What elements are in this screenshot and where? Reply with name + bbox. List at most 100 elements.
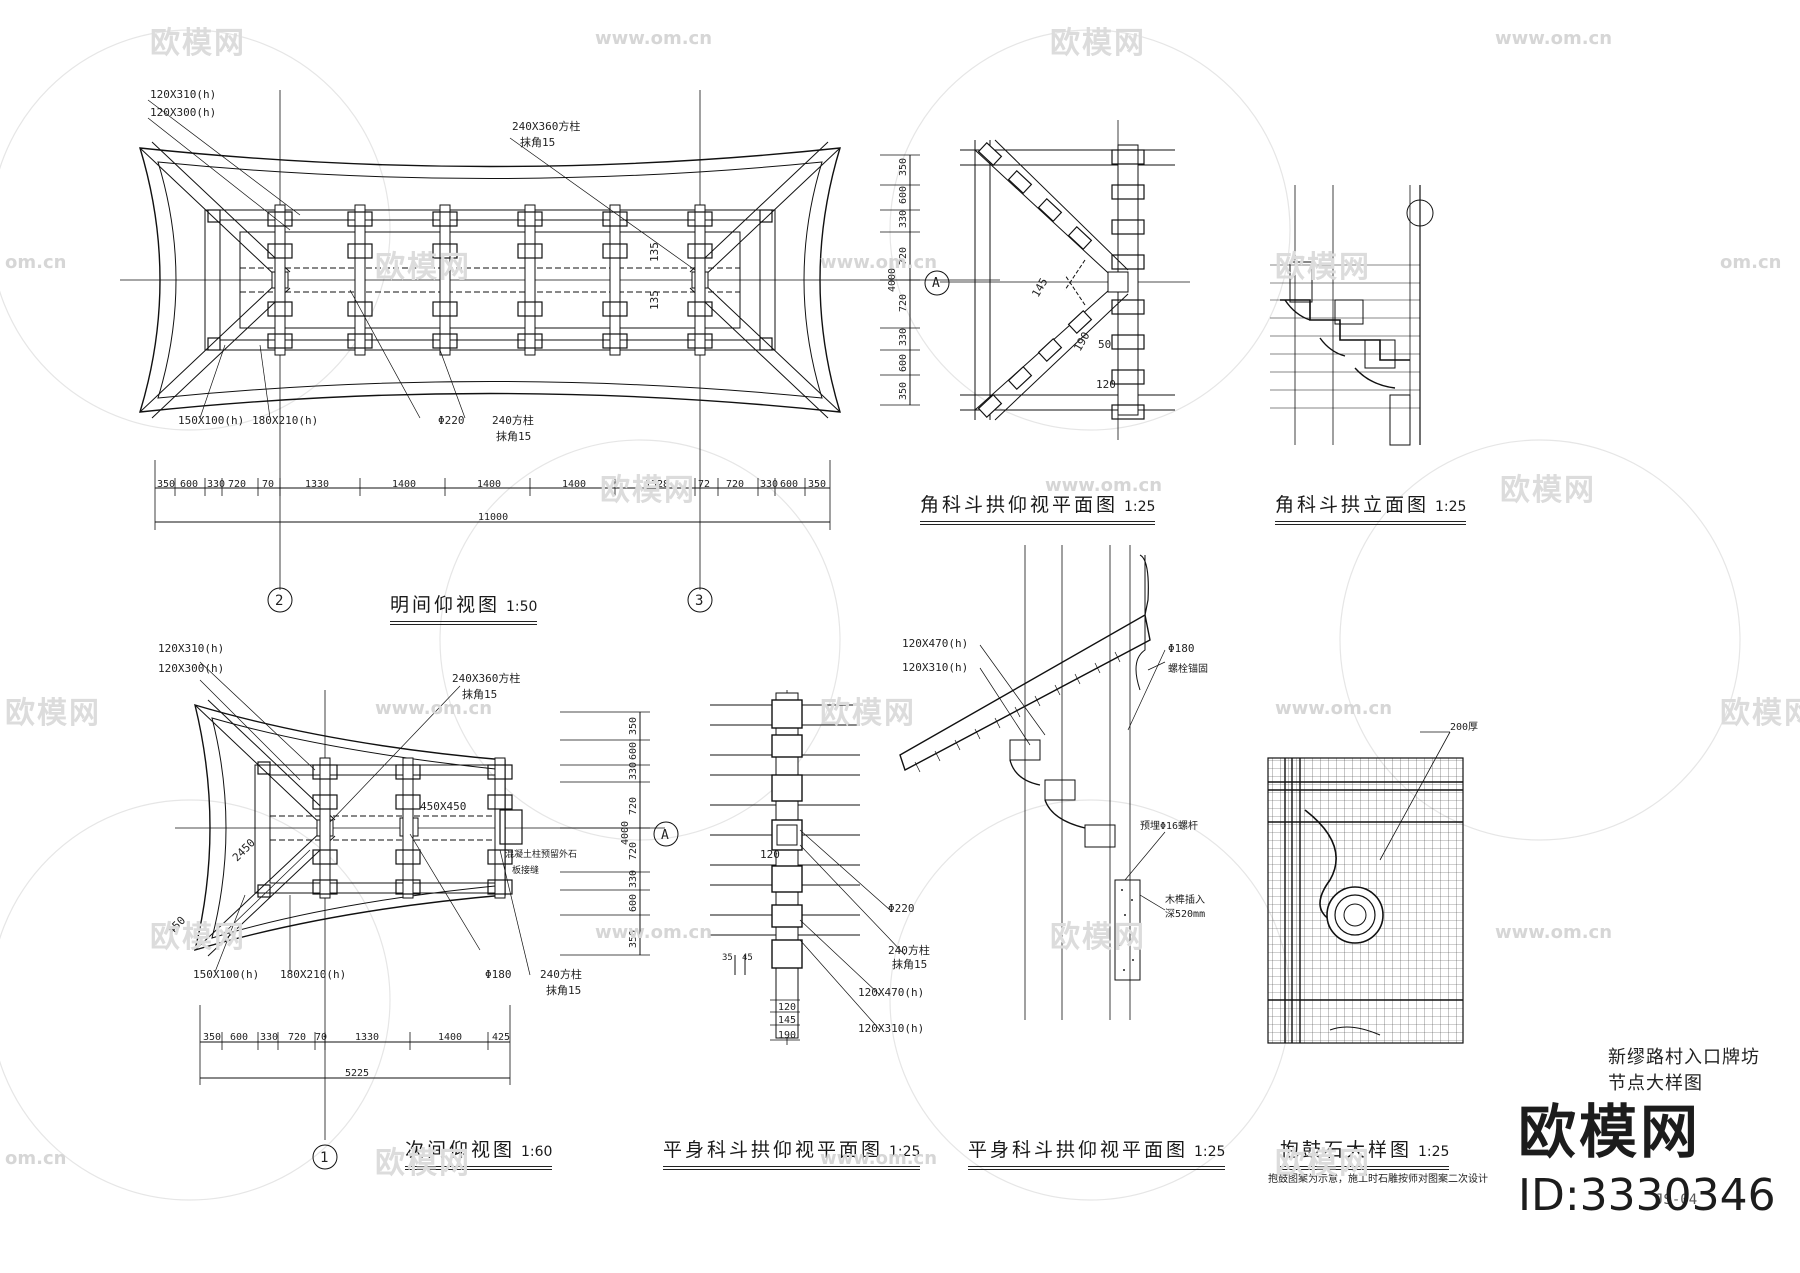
mj-phi-label: Φ220 <box>438 414 465 427</box>
mj-beam3-label: 150X100(h) <box>178 414 244 427</box>
flat-phi: Φ220 <box>888 902 915 915</box>
mj-vdim-2: 330 <box>898 210 909 228</box>
title-flat-plan-scale: 1:25 <box>889 1144 921 1160</box>
mj-vdim-0: 350 <box>898 158 909 176</box>
corner-bracket-plan <box>940 120 1190 440</box>
project-title-block: 新缪路村入口牌坊 节点大样图 <box>1608 1045 1760 1097</box>
eave-section-detail <box>899 545 1166 1020</box>
cj-vdim-7: 350 <box>628 930 639 948</box>
flat-bracket-plan <box>710 690 906 1045</box>
mj-post-label: 240X360方柱 <box>512 119 580 133</box>
watermark-brand: 欧模网 <box>150 26 246 61</box>
cj-note-b: 板接缝 <box>512 864 539 876</box>
title-flat-plan-text: 平身科斗拱仰视平面图 <box>663 1139 884 1161</box>
sec-b2: 120X310(h) <box>902 661 968 674</box>
mj-dim-12: 330 <box>760 479 778 490</box>
mj-dim-1: 600 <box>180 479 198 490</box>
sheet-number: JS-04 <box>1655 1192 1698 1208</box>
drum-stone-detail <box>1267 731 1464 1044</box>
sec-bolt: 螺栓锚固 <box>1168 662 1208 675</box>
mj-beam4-label: 180X210(h) <box>252 414 318 427</box>
mj-dim-5: 1330 <box>305 479 329 490</box>
corner-d190: 190 <box>1071 330 1092 354</box>
cj-chamfer2-label: 抹角15 <box>546 984 581 997</box>
mj-dim135b: 135 <box>648 290 661 310</box>
watermark-url: om.cn <box>5 1148 67 1169</box>
cj-chamfer-label: 抹角15 <box>462 688 497 701</box>
brand-stamp-logo: 欧模网 <box>1518 1098 1702 1166</box>
mj-chamfer2-label: 抹角15 <box>496 430 531 443</box>
mj-post2-label: 240方柱 <box>492 413 534 427</box>
watermark-url: www.om.cn <box>595 28 713 49</box>
mj-axis-a: A <box>932 276 940 291</box>
mj-beam1-label: 120X310(h) <box>150 88 216 101</box>
watermark-brand: 欧模网 <box>1275 1146 1371 1181</box>
flat-d35: 35 <box>722 953 733 963</box>
drawing-note: 抱鼓图案为示意，施工时石雕按师对图案二次设计 <box>1268 1174 1488 1185</box>
mj-vdim-4: 720 <box>898 294 909 312</box>
mingjian-plan-view <box>120 90 1000 613</box>
cj-phi-label: Φ180 <box>485 968 512 981</box>
mj-dim-2: 330 <box>207 479 225 490</box>
mj-dim-3: 720 <box>228 479 246 490</box>
mj-axis-2: 2 <box>275 593 283 609</box>
cj-vdim-0: 350 <box>628 717 639 735</box>
flat-d45: 45 <box>742 953 753 963</box>
title-flat-plan: 平身科斗拱仰视平面图 1:25 <box>663 1135 921 1170</box>
cj-note-a: 混凝土柱预留外石 <box>505 848 577 860</box>
cj-axis-a: A <box>661 828 669 843</box>
cj-dim-3: 720 <box>288 1032 306 1043</box>
title-cijian-text: 次间仰视图 <box>405 1139 516 1161</box>
watermark-url: om.cn <box>5 252 67 273</box>
flat-dim-0: 120 <box>778 1002 796 1013</box>
cj-sq-label: 450X450 <box>420 800 466 813</box>
mj-dim-7: 1400 <box>477 479 501 490</box>
watermark-brand: 欧模网 <box>820 696 916 731</box>
cj-dim-5: 1330 <box>355 1032 379 1043</box>
watermark-brand: 欧模网 <box>600 473 696 508</box>
cj-beam4-label: 180X210(h) <box>280 968 346 981</box>
mj-vdim-3: 720 <box>898 247 909 265</box>
sec-wood-a: 木榫插入 <box>1165 893 1205 906</box>
title-cijian-scale: 1:60 <box>521 1144 553 1160</box>
title-flat-plan-2-text: 平身科斗拱仰视平面图 <box>968 1139 1189 1161</box>
title-flat-plan-2: 平身科斗拱仰视平面图 1:25 <box>968 1135 1226 1170</box>
watermark-brand: 欧模网 <box>1050 26 1146 61</box>
cj-dim-6: 1400 <box>438 1032 462 1043</box>
watermark-url: www.om.cn <box>820 1148 938 1169</box>
watermark-url: www.om.cn <box>820 252 938 273</box>
cj-vdim-5: 330 <box>628 870 639 888</box>
title-drum-stone-text: 抱鼓石大样图 <box>1280 1139 1413 1161</box>
flat-b1: 120X470(h) <box>858 986 924 999</box>
watermark-brand: 欧模网 <box>1720 696 1800 731</box>
mj-vtotal: 4000 <box>887 268 898 292</box>
sec-rebar: 预埋Φ16螺杆 <box>1140 820 1198 832</box>
mj-dim-10: 72 <box>698 479 710 490</box>
cj-post2-label: 240方柱 <box>540 967 582 981</box>
mj-chamfer-label: 抹角15 <box>520 136 555 149</box>
cj-beam2-label: 120X300(h) <box>158 662 224 675</box>
mj-total: 11000 <box>478 512 508 523</box>
title-corner-plan-text: 角科斗拱仰视平面图 <box>920 494 1119 516</box>
sec-phi: Φ180 <box>1168 642 1195 655</box>
title-flat-plan-2-scale: 1:25 <box>1194 1144 1226 1160</box>
watermark-url: www.om.cn <box>1275 698 1393 719</box>
cj-diag-label: 2450 <box>230 836 258 864</box>
cj-dim-2: 330 <box>260 1032 278 1043</box>
cj-dim-7: 425 <box>492 1032 510 1043</box>
mj-vdim-5: 330 <box>898 328 909 346</box>
drum-thick: 200厚 <box>1450 721 1478 733</box>
watermark-brand: 欧模网 <box>1275 250 1371 285</box>
mj-dim-9: 1328 <box>645 479 669 490</box>
mj-dim-8: 1400 <box>562 479 586 490</box>
watermark-url: www.om.cn <box>1045 475 1163 496</box>
cj-vdim-1: 600 <box>628 742 639 760</box>
mj-vdim-7: 350 <box>898 382 909 400</box>
title-corner-elev-text: 角科斗拱立面图 <box>1275 494 1430 516</box>
title-mingjian-text: 明间仰视图 <box>390 594 501 616</box>
sec-wood-b: 深520mm <box>1165 908 1205 920</box>
project-drawing-name: 节点大样图 <box>1608 1073 1703 1094</box>
